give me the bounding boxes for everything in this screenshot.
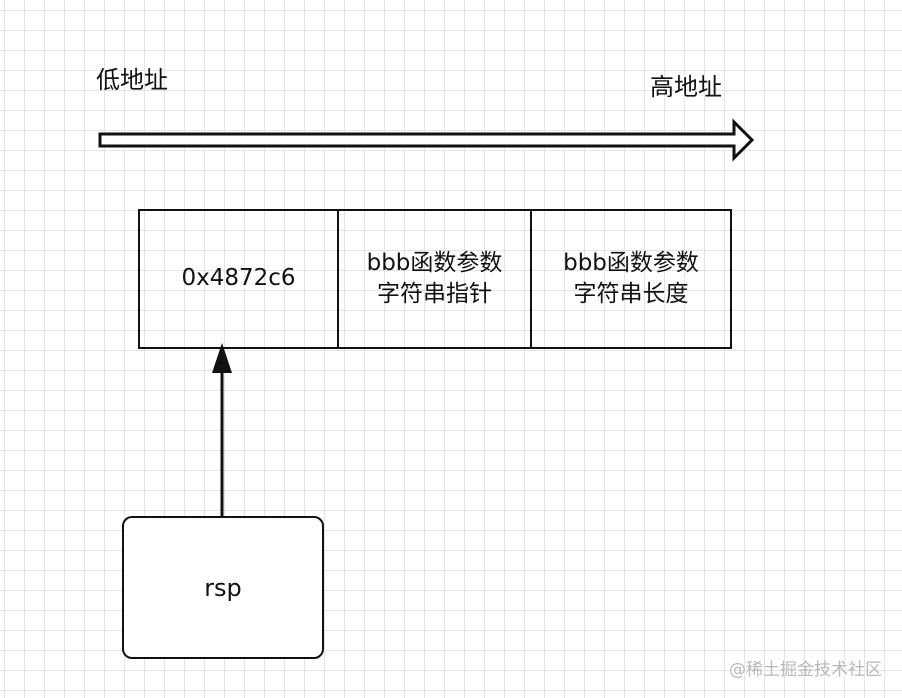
stack-cell-text-line2: 字符串长度 [573,281,689,307]
stack-cell-string-length: bbb函数参数 字符串长度 [530,209,732,349]
rsp-register-box: rsp [122,516,324,659]
address-direction-arrow-shape [98,118,755,162]
stack-cell-return-address: 0x4872c6 [138,209,339,349]
stack-cell-text-line1: bbb函数参数 [563,249,699,276]
rsp-label: rsp [204,573,242,602]
high-address-label: 高地址 [650,73,722,101]
pointer-arrow [212,343,232,516]
stack-cell-text: 0x4872c6 [181,265,296,292]
stack-cell-text-line1: bbb函数参数 [366,249,503,276]
stack-cell-string-pointer: bbb函数参数 字符串指针 [337,209,532,349]
low-address-label: 低地址 [96,66,168,94]
address-direction-arrow [98,118,755,162]
watermark: @稀土掘金技术社区 [729,660,882,680]
stack-cell-text-line2: 字符串指针 [377,281,492,307]
pointer-arrow-head [212,343,232,373]
